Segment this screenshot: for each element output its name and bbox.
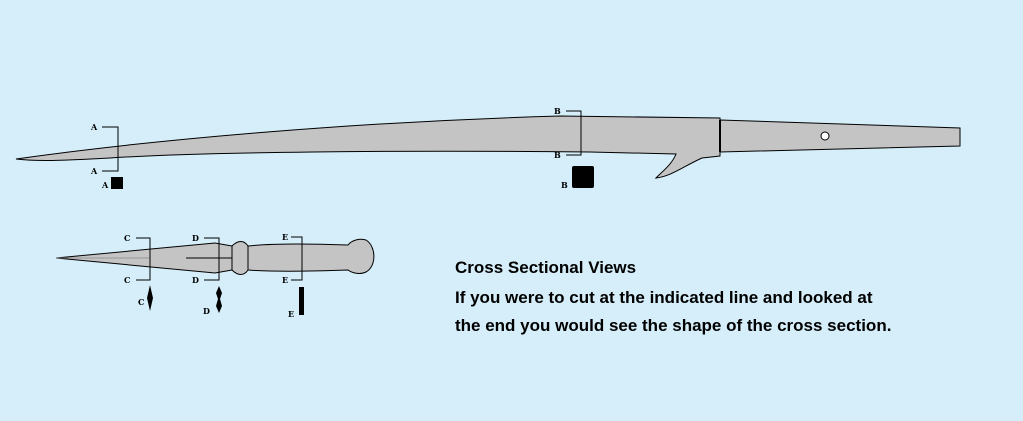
label-a-section: A bbox=[101, 180, 109, 190]
caption-line-2: the end you would see the shape of the c… bbox=[455, 316, 892, 335]
label-b-bottom: B bbox=[554, 150, 561, 160]
section-b-square bbox=[572, 166, 594, 188]
label-e-top: E bbox=[282, 232, 288, 242]
section-c-diamond bbox=[147, 285, 153, 311]
dagger-hilt bbox=[247, 238, 375, 274]
marker-b bbox=[566, 110, 582, 156]
bracket-c bbox=[136, 237, 151, 281]
bracket-a bbox=[102, 126, 119, 172]
label-d-top: D bbox=[192, 233, 199, 243]
marker-c bbox=[136, 237, 151, 281]
label-b-top: B bbox=[554, 106, 561, 116]
section-a-square bbox=[111, 177, 123, 189]
label-e-section: E bbox=[288, 309, 294, 319]
label-e-bottom: E bbox=[282, 275, 288, 285]
marker-d bbox=[204, 237, 220, 281]
dagger-guard bbox=[231, 241, 249, 275]
marker-e bbox=[291, 236, 303, 281]
sword-tang bbox=[719, 119, 961, 153]
label-c-section: C bbox=[138, 297, 144, 307]
tang-hole bbox=[820, 131, 830, 141]
label-a-bottom: A bbox=[90, 166, 98, 176]
label-a-top: A bbox=[90, 122, 98, 132]
dagger bbox=[55, 238, 375, 275]
caption-title: Cross Sectional Views bbox=[455, 258, 637, 277]
curved-sword bbox=[15, 115, 961, 179]
label-b-section: B bbox=[561, 180, 568, 190]
label-c-bottom: C bbox=[124, 275, 130, 285]
label-d-section: D bbox=[203, 306, 210, 316]
bracket-d bbox=[204, 237, 220, 281]
label-c-top: C bbox=[124, 233, 130, 243]
bracket-e bbox=[291, 236, 303, 281]
caption-line-1: If you were to cut at the indicated line… bbox=[455, 288, 873, 307]
section-d-shape bbox=[216, 286, 222, 313]
curved-blade bbox=[15, 115, 721, 179]
section-e-bar bbox=[299, 287, 304, 315]
bracket-b bbox=[566, 110, 582, 156]
label-d-bottom: D bbox=[192, 275, 199, 285]
marker-a bbox=[102, 126, 119, 172]
